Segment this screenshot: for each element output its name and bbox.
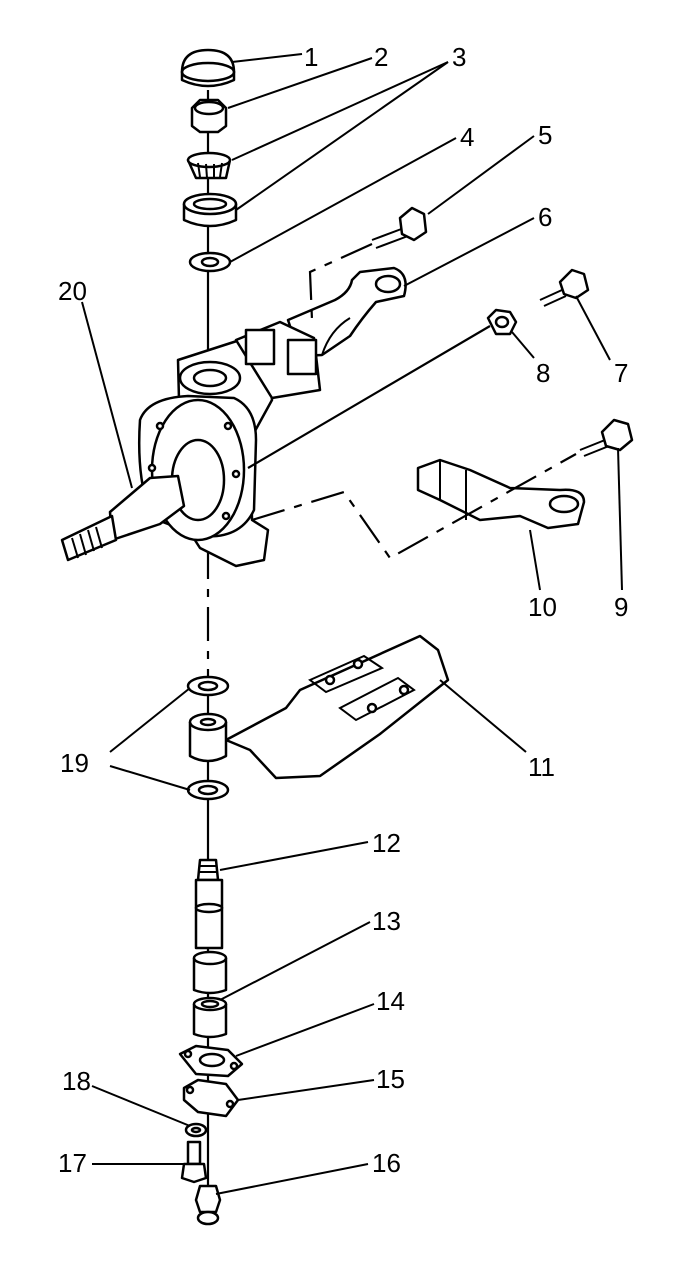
callout-10: 10 xyxy=(528,592,557,622)
part-spindle-nut xyxy=(190,98,228,134)
part-lock-washer xyxy=(184,1122,208,1138)
part-gasket xyxy=(178,1044,244,1078)
callout-4: 4 xyxy=(460,122,474,152)
part-cap-plate xyxy=(182,1078,240,1118)
part-seals xyxy=(186,675,230,801)
callout-18: 18 xyxy=(62,1066,91,1096)
callout-1: 1 xyxy=(304,42,318,72)
callout-20: 20 xyxy=(58,276,87,306)
callout-12: 12 xyxy=(372,828,401,858)
part-dust-cap xyxy=(180,48,236,88)
callout-9: 9 xyxy=(614,592,628,622)
callout-14: 14 xyxy=(376,986,405,1016)
callout-13: 13 xyxy=(372,906,401,936)
callout-5: 5 xyxy=(538,120,552,150)
part-bolt-5 xyxy=(371,206,428,249)
callout-19: 19 xyxy=(60,748,89,778)
part-bolt-7 xyxy=(539,268,590,307)
callout-15: 15 xyxy=(376,1064,405,1094)
callout-11: 11 xyxy=(528,752,555,782)
part-kingpin xyxy=(194,858,224,950)
callout-6: 6 xyxy=(538,202,552,232)
callout-16: 16 xyxy=(372,1148,401,1178)
callout-7: 7 xyxy=(614,358,628,388)
callout-labels: 1 2 3 4 5 6 7 8 9 10 11 12 13 14 15 16 1… xyxy=(58,42,628,1178)
part-bolt-9 xyxy=(579,418,634,457)
part-outer-bearing xyxy=(186,151,232,180)
part-steering-arm xyxy=(286,266,407,358)
part-bushing xyxy=(192,950,228,1039)
part-bearing-race xyxy=(182,192,238,228)
part-washer xyxy=(188,251,232,273)
leader-lines xyxy=(81,53,623,1195)
part-nut-8 xyxy=(486,308,518,336)
callout-17: 17 xyxy=(58,1148,87,1178)
part-grease-fitting xyxy=(194,1184,222,1226)
part-bolt-17 xyxy=(180,1140,208,1184)
alignment-lines xyxy=(247,242,577,560)
callout-3: 3 xyxy=(452,42,466,72)
part-steering-knuckle xyxy=(60,320,322,568)
part-arm-10 xyxy=(416,458,586,530)
part-lower-arm xyxy=(224,634,450,780)
callout-8: 8 xyxy=(536,358,550,388)
callout-2: 2 xyxy=(374,42,388,72)
